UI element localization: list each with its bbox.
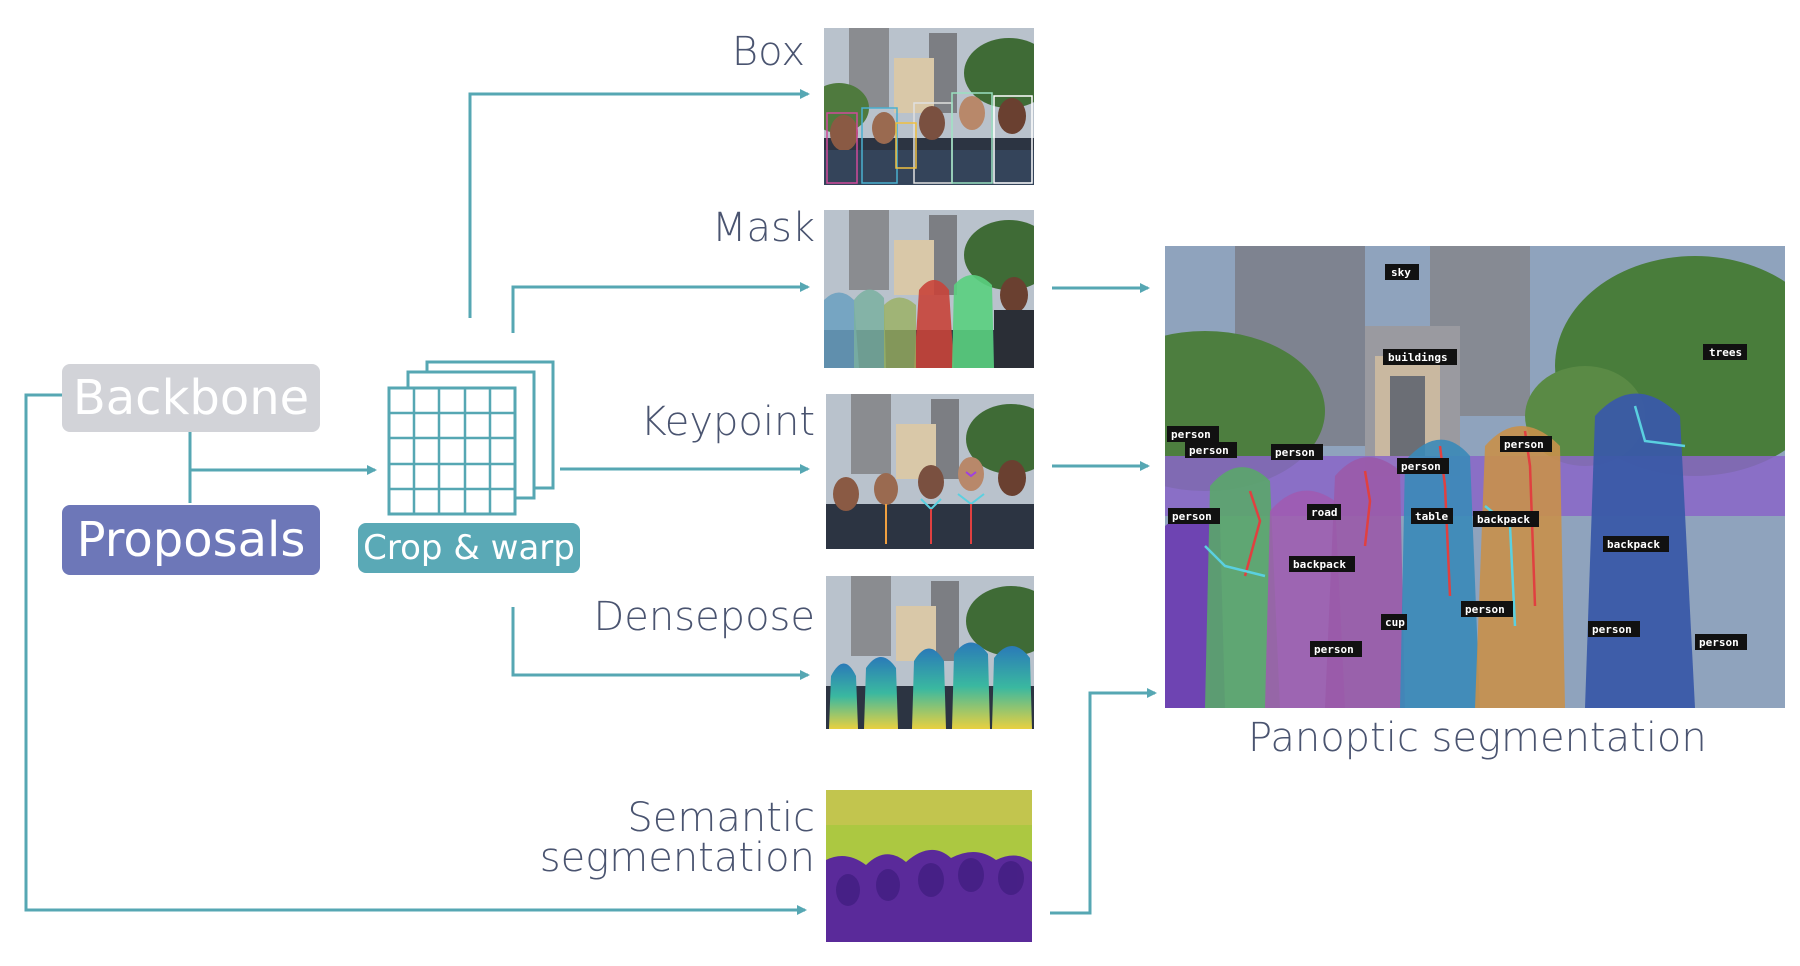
backbone-box: Backbone [62,364,320,432]
densepose-output-thumbnail [826,576,1034,729]
tag-road: road [1311,506,1338,519]
panoptic-tags: sky buildings trees person person person… [1167,264,1747,657]
crop-warp-box: Crop & warp [358,523,580,573]
tag-person-7: person [1465,603,1505,616]
mask-output-thumbnail [824,210,1034,368]
panoptic-caption: Panoptic segmentation [1248,715,1707,761]
arrow-semantic-to-panoptic [1050,688,1157,915]
arrow-to-densepose [511,607,810,680]
proposals-box: Proposals [62,505,320,575]
tag-person-8: person [1314,643,1354,656]
semantic-head-label-line1: Semantic [627,795,815,841]
crop-warp-label: Crop & warp [363,528,575,568]
arrow-to-mask [511,282,810,333]
tag-person-10: person [1699,636,1739,649]
tag-table: table [1415,510,1448,523]
tag-person-5: person [1504,438,1544,451]
box-output-thumbnail [824,28,1034,185]
backbone-label: Backbone [72,370,310,426]
proposals-label: Proposals [76,512,306,568]
tag-person-9: person [1592,623,1632,636]
tag-backpack-3: backpack [1607,538,1660,551]
keypoint-output-thumbnail [826,394,1034,549]
box-head-label: Box [731,29,805,75]
tag-trees: trees [1709,346,1742,359]
tag-backpack-2: backpack [1293,558,1346,571]
feature-grid-stack-icon [387,360,555,516]
tag-buildings: buildings [1388,351,1448,364]
semantic-output-thumbnail [826,790,1032,942]
panoptic-output-image: sky buildings trees person person person… [1165,246,1785,708]
tag-sky: sky [1391,266,1411,279]
tag-person-4: person [1401,460,1441,473]
mask-head-label: Mask [711,205,815,251]
tag-person-3: person [1275,446,1315,459]
arrow-to-box [468,89,810,318]
tag-cup: cup [1385,616,1405,629]
arrow-backbone-to-semantic [24,393,807,915]
tag-backpack-1: backpack [1477,513,1530,526]
tag-person-6: person [1172,510,1212,523]
densepose-head-label: Densepose [593,594,815,640]
semantic-head-label-line2: segmentation [539,835,815,881]
keypoint-head-label: Keypoint [640,399,815,445]
tag-person-1: person [1171,428,1211,441]
tag-person-2: person [1189,444,1229,457]
